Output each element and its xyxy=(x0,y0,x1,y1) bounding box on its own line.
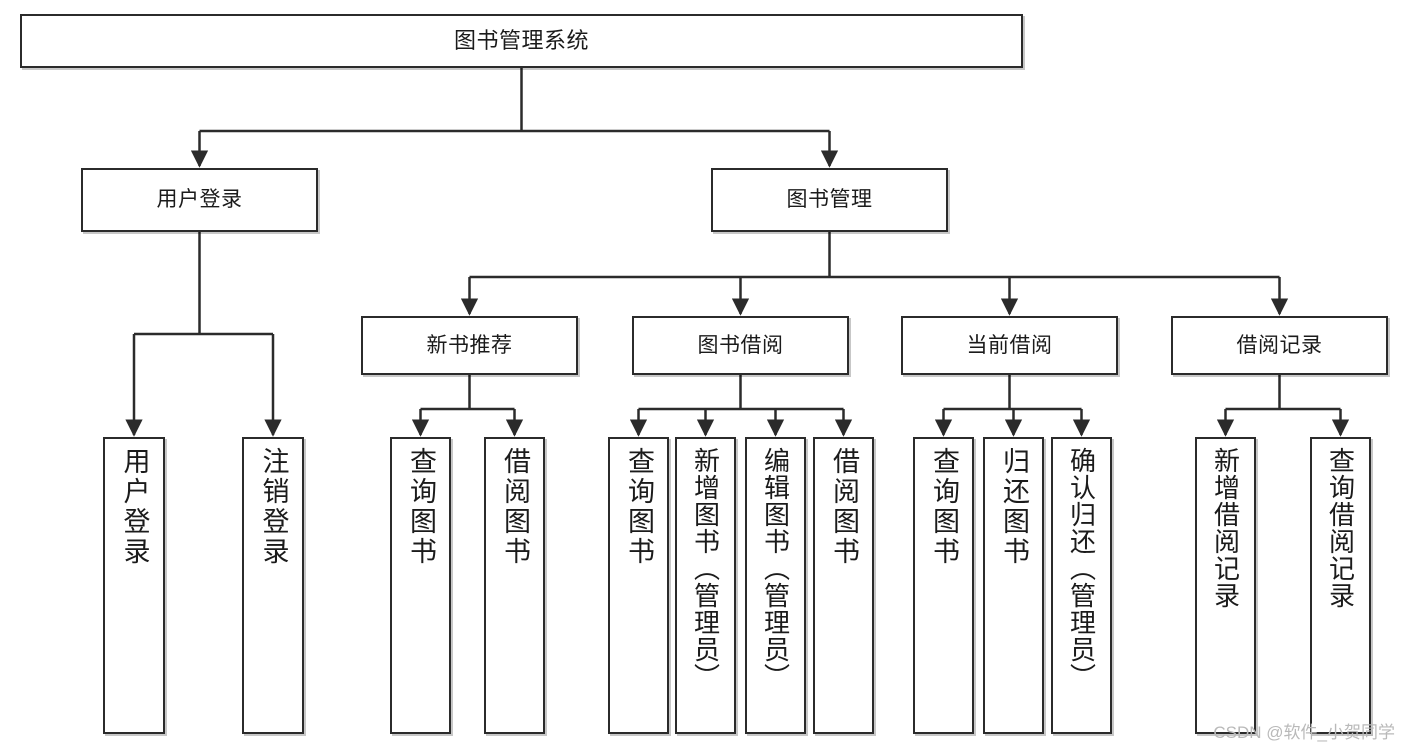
node-label: 确认归还（管理员） xyxy=(1066,447,1097,690)
node-current_borrow: 当前借阅 xyxy=(901,316,1118,375)
node-label: 新增图书（管理员） xyxy=(690,447,721,690)
node-leaf-user-login: 用户登录 xyxy=(103,437,165,734)
node-label: 查询借阅记录 xyxy=(1325,447,1356,609)
node-label: 借阅图书 xyxy=(829,447,859,567)
node-label: 图书借阅 xyxy=(697,333,784,357)
node-label: 注销登录 xyxy=(258,447,289,567)
node-label: 查询图书 xyxy=(624,447,654,567)
node-leaf-logout: 注销登录 xyxy=(242,437,304,734)
node-leaf-borrow-book-2: 借阅图书 xyxy=(813,437,874,734)
node-leaf-return-book: 归还图书 xyxy=(983,437,1044,734)
node-label: 借阅记录 xyxy=(1236,333,1323,357)
node-root-title: 图书管理系统 xyxy=(20,14,1023,68)
node-leaf-confirm-return: 确认归还（管理员） xyxy=(1051,437,1112,734)
node-label: 当前借阅 xyxy=(966,333,1053,357)
node-label: 新增借阅记录 xyxy=(1210,447,1241,609)
node-leaf-query-record: 查询借阅记录 xyxy=(1310,437,1371,734)
node-book_borrow: 图书借阅 xyxy=(632,316,849,375)
node-leaf-add-record: 新增借阅记录 xyxy=(1195,437,1256,734)
watermark: CSDN @软件_小贺同学 xyxy=(1213,723,1395,742)
node-leaf-add-book: 新增图书（管理员） xyxy=(675,437,736,734)
node-label: 归还图书 xyxy=(999,447,1029,567)
node-label: 图书管理系统 xyxy=(453,27,589,53)
node-leaf-borrow-book-1: 借阅图书 xyxy=(484,437,545,734)
node-borrow_record: 借阅记录 xyxy=(1171,316,1388,375)
node-leaf-query-book-3: 查询图书 xyxy=(913,437,974,734)
node-label: 借阅图书 xyxy=(500,447,530,567)
node-label: 图书管理 xyxy=(786,188,873,212)
node-leaf-edit-book: 编辑图书（管理员） xyxy=(745,437,806,734)
node-label: 用户登录 xyxy=(119,447,150,567)
node-leaf-query-book-2: 查询图书 xyxy=(608,437,669,734)
node-label: 用户登录 xyxy=(156,188,243,212)
node-label: 编辑图书（管理员） xyxy=(760,447,791,690)
node-label: 新书推荐 xyxy=(426,333,513,357)
node-book_manage: 图书管理 xyxy=(711,168,948,232)
node-user_login: 用户登录 xyxy=(81,168,318,232)
node-label: 查询图书 xyxy=(406,447,436,567)
node-label: 查询图书 xyxy=(929,447,959,567)
node-leaf-query-book-1: 查询图书 xyxy=(390,437,451,734)
node-new_book_rec: 新书推荐 xyxy=(361,316,578,375)
